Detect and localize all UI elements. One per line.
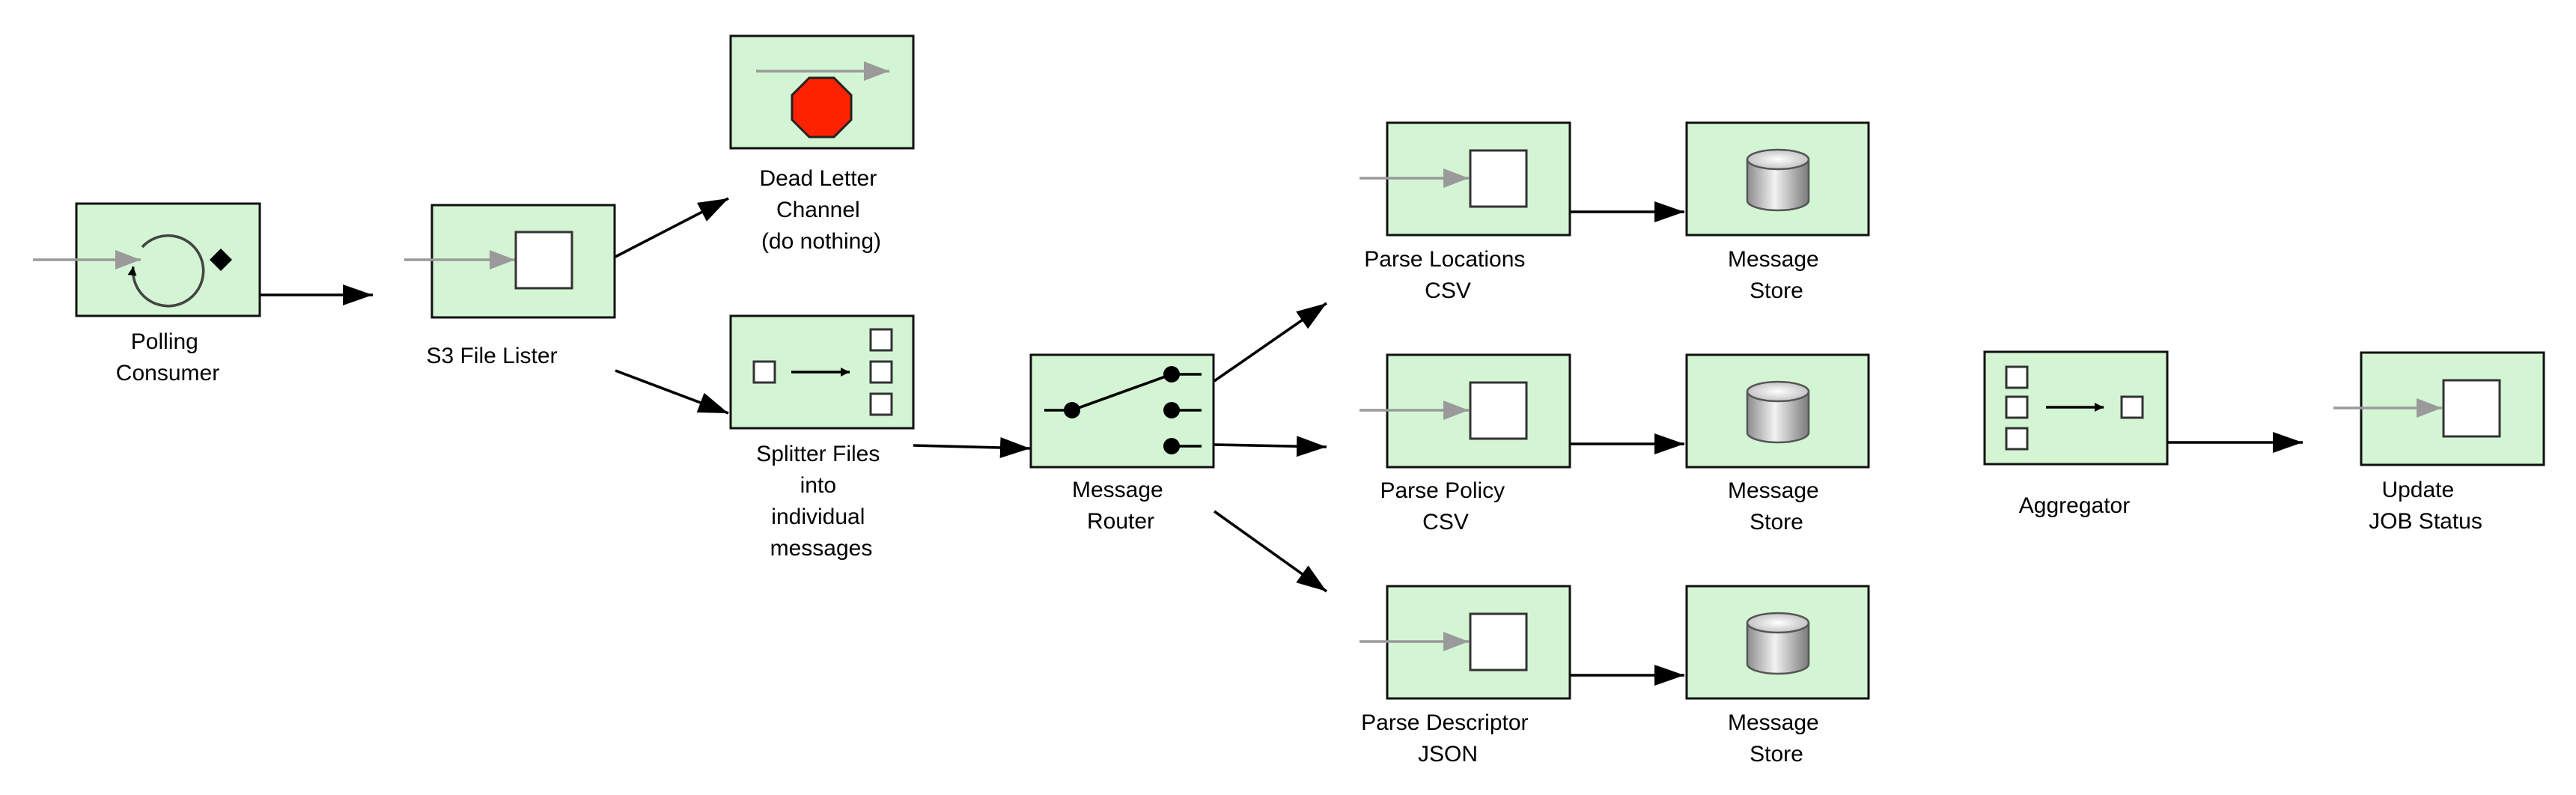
edge-splitter-to-router <box>913 436 1031 458</box>
endpoint-icon <box>1359 381 1528 440</box>
router-icon <box>1044 366 1202 454</box>
endpoint-icon <box>2333 379 2501 438</box>
update-job-status-label-line: JOB Status <box>2369 509 2482 534</box>
parse-locations-label: Parse Locations CSV <box>1364 247 1531 303</box>
stop-sign-icon <box>791 76 853 138</box>
parse-descriptor-label: Parse Descriptor JSON <box>1361 710 1535 767</box>
message-router-label-line: Router <box>1087 509 1154 534</box>
parse-locations-label-line: Parse Locations <box>1364 247 1525 272</box>
splitter-label-line: Splitter Files <box>756 442 880 466</box>
edge-lister-to-splitter <box>615 369 729 415</box>
node-splitter: Splitter Files into individual messages <box>729 314 915 561</box>
message-store-label-line: Message <box>1728 710 1819 735</box>
message-store-label-line: Store <box>1750 510 1803 534</box>
endpoint-icon <box>1359 612 1528 671</box>
aggregator-label: Aggregator <box>2019 493 2130 518</box>
node-update-job-status: Update JOB Status <box>2333 351 2545 534</box>
dead-letter-label-line: (do nothing) <box>761 229 881 254</box>
edge-lister-to-deadletter <box>615 197 729 258</box>
dead-letter-icon <box>756 61 889 138</box>
node-polling-consumer: Polling Consumer <box>33 202 261 386</box>
s3-file-lister-label: S3 File Lister <box>426 344 557 368</box>
node-message-store-3: Message Store <box>1685 585 1870 767</box>
flow-edges <box>260 197 2303 686</box>
dead-letter-label: Dead Letter Channel (do nothing) <box>759 166 883 254</box>
message-router-label: Message Router <box>1072 478 1169 534</box>
node-message-router: Message Router <box>1029 353 1215 534</box>
node-parse-descriptor: Parse Descriptor JSON <box>1359 585 1571 767</box>
message-router-label-line: Message <box>1072 478 1163 502</box>
parse-descriptor-label-line: Parse Descriptor <box>1361 710 1528 735</box>
update-job-status-label-line: Update <box>2381 478 2454 502</box>
polling-consumer-label: Polling Consumer <box>116 329 219 386</box>
message-store-label: Message Store <box>1728 247 1825 303</box>
parse-locations-label-line: CSV <box>1425 278 1471 303</box>
node-dead-letter-channel: Dead Letter Channel (do nothing) <box>729 34 915 254</box>
node-message-store-1: Message Store <box>1685 121 1870 303</box>
splitter-icon <box>752 328 893 416</box>
update-job-status-label: Update JOB Status <box>2369 478 2482 534</box>
s3-file-lister-label-line: S3 File Lister <box>426 344 557 368</box>
aggregator-label-line: Aggregator <box>2019 493 2130 518</box>
parse-policy-label: Parse Policy CSV <box>1380 478 1511 534</box>
database-icon <box>1746 612 1810 675</box>
polling-consumer-label-line: Polling <box>131 329 198 354</box>
parse-policy-label-line: Parse Policy <box>1380 478 1505 503</box>
message-store-label: Message Store <box>1728 710 1825 767</box>
aggregator-icon <box>2005 365 2144 451</box>
edge-router-to-locations <box>1213 302 1328 383</box>
message-store-label-line: Message <box>1728 247 1819 272</box>
edge-router-to-descriptor <box>1213 510 1328 593</box>
edge-router-to-policy <box>1214 436 1327 457</box>
node-message-store-2: Message Store <box>1685 353 1870 534</box>
message-store-label-line: Store <box>1750 742 1803 767</box>
database-icon <box>1746 148 1810 212</box>
dead-letter-label-line: Channel <box>776 198 860 222</box>
node-parse-locations: Parse Locations CSV <box>1359 121 1571 303</box>
endpoint-icon <box>404 231 573 290</box>
message-store-label-line: Store <box>1750 278 1803 303</box>
dead-letter-label-line: Dead Letter <box>759 166 877 191</box>
endpoint-icon <box>1359 149 1528 208</box>
splitter-label-line: into <box>800 473 836 498</box>
node-parse-policy: Parse Policy CSV <box>1359 353 1571 534</box>
splitter-label-line: individual <box>771 505 865 529</box>
node-s3-file-lister: S3 File Lister <box>404 204 616 368</box>
parse-policy-label-line: CSV <box>1422 510 1469 534</box>
database-icon <box>1746 380 1810 444</box>
polling-consumer-icon <box>33 234 232 308</box>
polling-consumer-label-line: Consumer <box>116 361 219 386</box>
splitter-label: Splitter Files into individual messages <box>756 442 886 561</box>
message-store-label-line: Message <box>1728 478 1819 503</box>
node-aggregator: Aggregator <box>1983 350 2169 518</box>
message-store-label: Message Store <box>1728 478 1825 534</box>
parse-descriptor-label-line: JSON <box>1418 742 1478 767</box>
splitter-label-line: messages <box>770 536 873 561</box>
